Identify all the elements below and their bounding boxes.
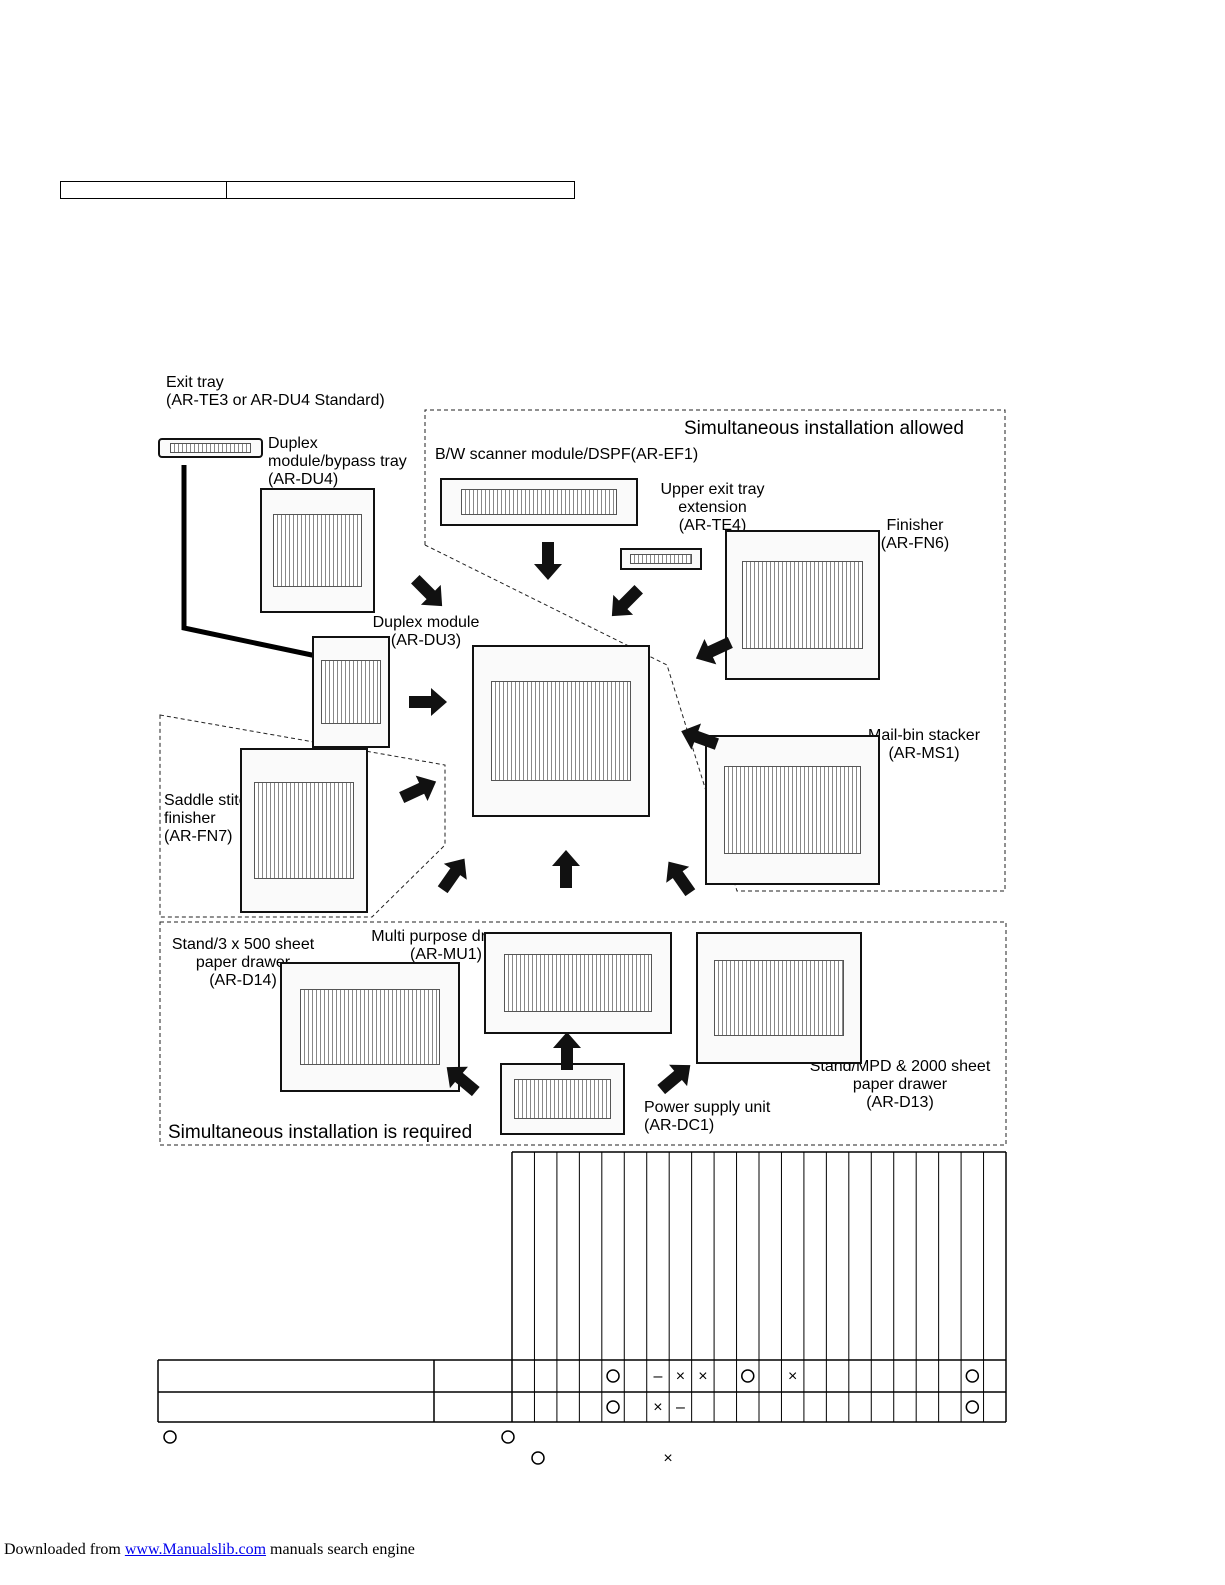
footer-suffix: manuals search engine [266, 1541, 415, 1558]
duplex-module-illustration [312, 636, 390, 748]
legend-circle [501, 1430, 515, 1444]
matrix-mark-circle [606, 1400, 620, 1414]
mailbin-illustration [705, 735, 880, 885]
power-supply-label: Power supply unit(AR-DC1) [644, 1099, 771, 1134]
matrix-mark-symbol: – [676, 1399, 685, 1416]
manualslib-link[interactable]: www.Manualslib.com [124, 1541, 267, 1558]
matrix-mark-symbol: – [654, 1368, 663, 1385]
matrix-mark-circle [965, 1400, 980, 1414]
scanner-illustration [440, 478, 638, 526]
header-table [60, 181, 575, 199]
simultaneous-allowed-label: Simultaneous installation allowed [684, 418, 964, 439]
matrix-mark-symbol: × [653, 1399, 662, 1416]
saddle-finisher-illustration [240, 748, 368, 913]
exit-tray-illustration [158, 438, 263, 458]
exit-tray-label: Exit tray(AR-TE3 or AR-DU4 Standard) [166, 374, 385, 409]
matrix-mark-symbol: × [698, 1368, 707, 1385]
legend-circle [163, 1430, 177, 1444]
multi-purpose-label: Multi purpose drawer(AR-MU1) [371, 928, 521, 963]
simultaneous-required-label: Simultaneous installation is required [168, 1122, 473, 1143]
header-cell-1 [61, 182, 227, 198]
stand-mpd-illustration [696, 932, 862, 1064]
stand-3x500-illustration [280, 962, 460, 1092]
legend-circle [531, 1451, 545, 1465]
footer: Downloaded from www.Manualslib.com manua… [4, 1541, 415, 1559]
duplex-bypass-illustration [260, 488, 375, 613]
upper-exit-tray-illustration [620, 548, 702, 570]
matrix-mark-circle [741, 1369, 755, 1383]
finisher-label: Finisher(AR-FN6) [880, 517, 950, 552]
matrix-mark-circle [965, 1369, 980, 1383]
legend-cross: × [663, 1450, 672, 1467]
scanner-label: B/W scanner module/DSPF(AR-EF1) [435, 446, 699, 463]
finisher-illustration [725, 530, 880, 680]
mailbin-label: Mail-bin stacker(AR-MS1) [867, 727, 981, 762]
main-printer-illustration [472, 645, 650, 817]
multi-purpose-illustration [484, 932, 672, 1034]
footer-prefix: Downloaded from [4, 1541, 125, 1558]
matrix-mark-symbol: × [676, 1368, 685, 1385]
duplex-module-label: Duplex module(AR-DU3) [372, 614, 480, 649]
matrix-mark-symbol: × [788, 1368, 797, 1385]
power-supply-illustration [500, 1063, 625, 1135]
matrix-mark-circle [606, 1369, 620, 1383]
